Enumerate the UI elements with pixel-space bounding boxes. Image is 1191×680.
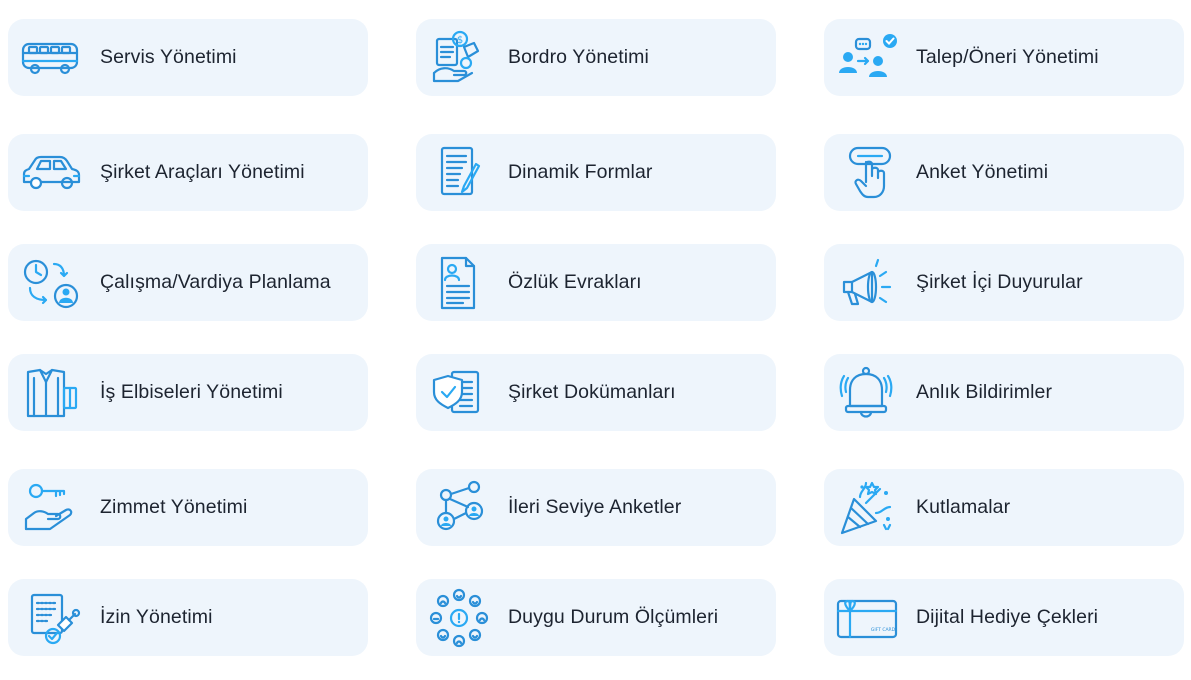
survey-tap-icon xyxy=(836,142,898,204)
card-sirket-araclari-yonetimi[interactable]: Şirket Araçları Yönetimi xyxy=(8,134,368,211)
network-users-icon xyxy=(428,477,490,539)
car-icon xyxy=(20,142,82,204)
card-label: İzin Yönetimi xyxy=(100,606,213,628)
card-dijital-hediye-cekleri[interactable]: GIFT CARD Dijital Hediye Çekleri xyxy=(824,579,1184,656)
card-label: Duygu Durum Ölçümleri xyxy=(508,606,719,628)
card-label: İleri Seviye Anketler xyxy=(508,496,682,518)
card-label: Şirket Dokümanları xyxy=(508,381,676,403)
payroll-icon: $ xyxy=(428,27,490,89)
card-anket-yonetimi[interactable]: Anket Yönetimi xyxy=(824,134,1184,211)
personnel-file-icon xyxy=(428,252,490,314)
party-popper-icon xyxy=(836,477,898,539)
gift-card-icon: GIFT CARD xyxy=(836,587,898,649)
card-label: Anlık Bildirimler xyxy=(916,381,1053,403)
gift-card-text: GIFT CARD xyxy=(871,627,896,633)
card-label: Anket Yönetimi xyxy=(916,161,1049,183)
request-suggestion-icon xyxy=(836,27,898,89)
card-label: Özlük Evrakları xyxy=(508,271,642,293)
card-label: Şirket Araçları Yönetimi xyxy=(100,161,305,183)
card-label: Çalışma/Vardiya Planlama xyxy=(100,271,331,293)
mood-faces-icon xyxy=(428,587,490,649)
card-ozluk-evraklari[interactable]: Özlük Evrakları xyxy=(416,244,776,321)
card-label: Dinamik Formlar xyxy=(508,161,653,183)
card-label: Dijital Hediye Çekleri xyxy=(916,606,1099,628)
card-dinamik-formlar[interactable]: Dinamik Formlar xyxy=(416,134,776,211)
card-anlik-bildirimler[interactable]: Anlık Bildirimler xyxy=(824,354,1184,431)
leave-stamp-icon xyxy=(20,587,82,649)
card-sirket-ici-duyurular[interactable]: Şirket İçi Duyurular xyxy=(824,244,1184,321)
card-label: İş Elbiseleri Yönetimi xyxy=(100,381,283,403)
card-calisma-vardiya-planlama[interactable]: Çalışma/Vardiya Planlama xyxy=(8,244,368,321)
card-sirket-dokumanlari[interactable]: Şirket Dokümanları xyxy=(416,354,776,431)
card-ileri-seviye-anketler[interactable]: İleri Seviye Anketler xyxy=(416,469,776,546)
card-kutlamalar[interactable]: Kutlamalar xyxy=(824,469,1184,546)
card-label: Servis Yönetimi xyxy=(100,46,237,68)
card-label: Şirket İçi Duyurular xyxy=(916,271,1083,293)
form-icon xyxy=(428,142,490,204)
dollar-sign: $ xyxy=(457,35,463,46)
card-izin-yonetimi[interactable]: İzin Yönetimi xyxy=(8,579,368,656)
card-label: Zimmet Yönetimi xyxy=(100,496,248,518)
card-bordro-yonetimi[interactable]: $ Bordro Yönetimi xyxy=(416,19,776,96)
card-duygu-durum-olcumleri[interactable]: Duygu Durum Ölçümleri xyxy=(416,579,776,656)
shift-clock-icon xyxy=(20,252,82,314)
secure-document-icon xyxy=(428,362,490,424)
workwear-icon xyxy=(20,362,82,424)
card-talep-oneri-yonetimi[interactable]: Talep/Öneri Yönetimi xyxy=(824,19,1184,96)
card-label: Kutlamalar xyxy=(916,496,1011,518)
card-label: Talep/Öneri Yönetimi xyxy=(916,46,1099,68)
card-servis-yonetimi[interactable]: Servis Yönetimi xyxy=(8,19,368,96)
bus-icon xyxy=(20,27,82,89)
card-label: Bordro Yönetimi xyxy=(508,46,649,68)
card-is-elbiseleri-yonetimi[interactable]: İş Elbiseleri Yönetimi xyxy=(8,354,368,431)
key-hand-icon xyxy=(20,477,82,539)
card-zimmet-yonetimi[interactable]: Zimmet Yönetimi xyxy=(8,469,368,546)
bell-icon xyxy=(836,362,898,424)
megaphone-icon xyxy=(836,252,898,314)
